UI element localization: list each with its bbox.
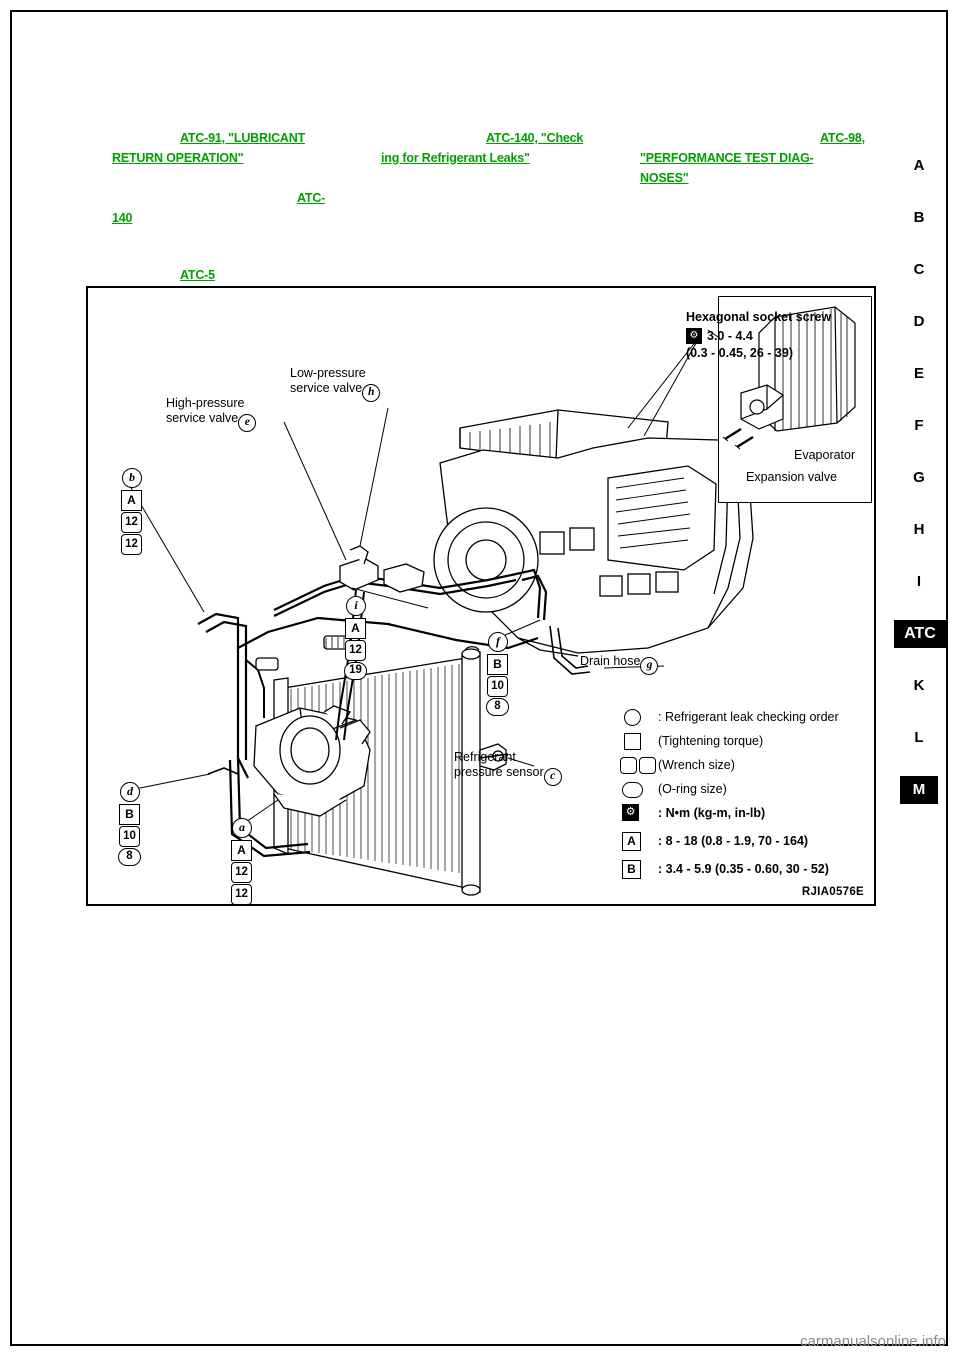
legend-text-oring-size: (O-ring size) [658,781,727,796]
marker-circle-a: a [232,818,252,838]
marker-square-a-mid: A [345,618,366,639]
marker-wrench-12-bot2: 12 [231,884,252,905]
high-pressure-service-valve-text: High-pressure service valve [166,396,245,425]
low-pressure-service-valve-text: Low-pressure service valve [290,366,366,395]
legend-row-oring-size: (O-ring size) [618,778,868,802]
tab-m[interactable]: M [900,776,938,804]
marker-wrench-12-mid: 12 [345,640,366,661]
tab-f[interactable]: F [914,417,924,434]
marker-wrench-10-mid: 10 [487,676,508,697]
tab-h[interactable]: H [913,521,925,538]
link-checking-leaks-2[interactable]: ing for Refrigerant Leaks" [381,151,530,165]
tab-l[interactable]: L [914,729,924,746]
legend-wrench-icon [618,755,658,775]
link-lubricant-return-2[interactable]: RETURN OPERATION" [112,151,244,165]
legend-torque-icon: ⚙ [618,803,658,823]
marker-oring-19: 19 [344,662,367,680]
legend-row-torque-a: A: 8 - 18 (0.8 - 1.9, 70 - 164) [618,830,868,858]
tab-e[interactable]: E [913,365,924,382]
marker-oring-8-low: 8 [118,848,141,866]
tab-c[interactable]: C [913,261,925,278]
drain-hose-text: Drain hose [580,654,641,668]
legend-letter-a-icon: A [618,831,658,851]
hex-torque-value: 3.0 - 4.4 [707,328,753,343]
refrigerant-pressure-sensor-text: Refrigerant pressure sensor [454,750,544,779]
link-performance-test-2[interactable]: "PERFORMANCE TEST DIAG- [640,151,814,165]
link-performance-test-3[interactable]: NOSES" [640,171,689,185]
evaporator-label: Evaporator [794,448,856,462]
marker-circle-f: f [488,632,508,652]
torque-icon: ⚙ [686,328,702,344]
link-atc-140-1[interactable]: ATC- [297,191,326,205]
evaporator-inset-box [718,296,872,503]
legend-text-wrench-size: (Wrench size) [658,757,735,772]
link-atc-5[interactable]: ATC-5 [180,268,215,282]
legend-text-tightening-torque: (Tightening torque) [658,733,764,748]
ac-system-figure: Hexagonal socket screw ⚙ 3.0 - 4.4 (0.3 … [86,286,876,906]
marker-wrench-12-bot1: 12 [231,862,252,883]
marker-square-b-low: B [119,804,140,825]
figure-legend: : Refrigerant leak checking order (Tight… [618,706,868,886]
hexagonal-socket-screw-label: Hexagonal socket screw [686,310,832,324]
marker-oring-8-mid: 8 [486,698,509,716]
hex-torque-alt-value: (0.3 - 0.45, 26 - 39) [686,346,794,360]
evaporator-drawing [722,306,856,450]
marker-square-a-top: A [121,490,142,511]
tab-d[interactable]: D [913,313,925,330]
link-lubricant-return-1[interactable]: ATC-91, "LUBRICANT [180,131,306,145]
badge-h: h [362,384,381,402]
tab-i[interactable]: I [916,573,922,590]
marker-square-b-mid: B [487,654,508,675]
badge-g: g [640,657,659,675]
link-atc-140-2[interactable]: 140 [112,211,133,225]
tab-k[interactable]: K [913,677,925,694]
site-watermark: carmanualsonline.info [800,1333,946,1350]
expansion-valve-label: Expansion valve [746,470,838,484]
marker-circle-b: b [122,468,142,488]
legend-square-icon [618,731,658,751]
legend-row-leak-order: : Refrigerant leak checking order [618,706,868,730]
tab-g[interactable]: G [913,469,925,486]
link-performance-test-1[interactable]: ATC-98, [820,131,865,145]
badge-c: c [543,768,562,786]
link-checking-leaks-1[interactable]: ATC-140, "Check [486,131,584,145]
legend-oval-icon [618,779,658,799]
marker-wrench-10-low: 10 [119,826,140,847]
tab-atc-current: ATC [894,620,946,648]
tab-b[interactable]: B [913,209,925,226]
legend-row-wrench-size: (Wrench size) [618,754,868,778]
tab-a[interactable]: A [913,157,925,174]
legend-circle-icon [618,707,658,727]
legend-row-units: ⚙: N•m (kg-m, in-lb) [618,802,868,830]
marker-circle-i: i [346,596,366,616]
marker-square-a-bot: A [231,840,252,861]
marker-wrench-12-top2: 12 [121,534,142,555]
legend-row-tightening-torque: (Tightening torque) [618,730,868,754]
figure-id-label: RJIA0576E [801,886,864,898]
marker-circle-d: d [120,782,140,802]
legend-text-units: : N•m (kg-m, in-lb) [658,805,766,820]
marker-wrench-12-top1: 12 [121,512,142,533]
page-border [10,10,948,1346]
legend-text-torque-b: : 3.4 - 5.9 (0.35 - 0.60, 30 - 52) [658,861,829,876]
section-tabs: A B C D E F G H I ATC K L M [894,130,946,950]
hex-torque-row: ⚙ 3.0 - 4.4 [686,328,753,344]
legend-text-leak-order: : Refrigerant leak checking order [658,709,839,724]
figure-lineart [197,409,754,896]
legend-row-torque-b: B: 3.4 - 5.9 (0.35 - 0.60, 30 - 52) [618,858,868,886]
badge-e: e [238,414,257,432]
legend-letter-b-icon: B [618,859,658,879]
legend-text-torque-a: : 8 - 18 (0.8 - 1.9, 70 - 164) [658,833,809,848]
